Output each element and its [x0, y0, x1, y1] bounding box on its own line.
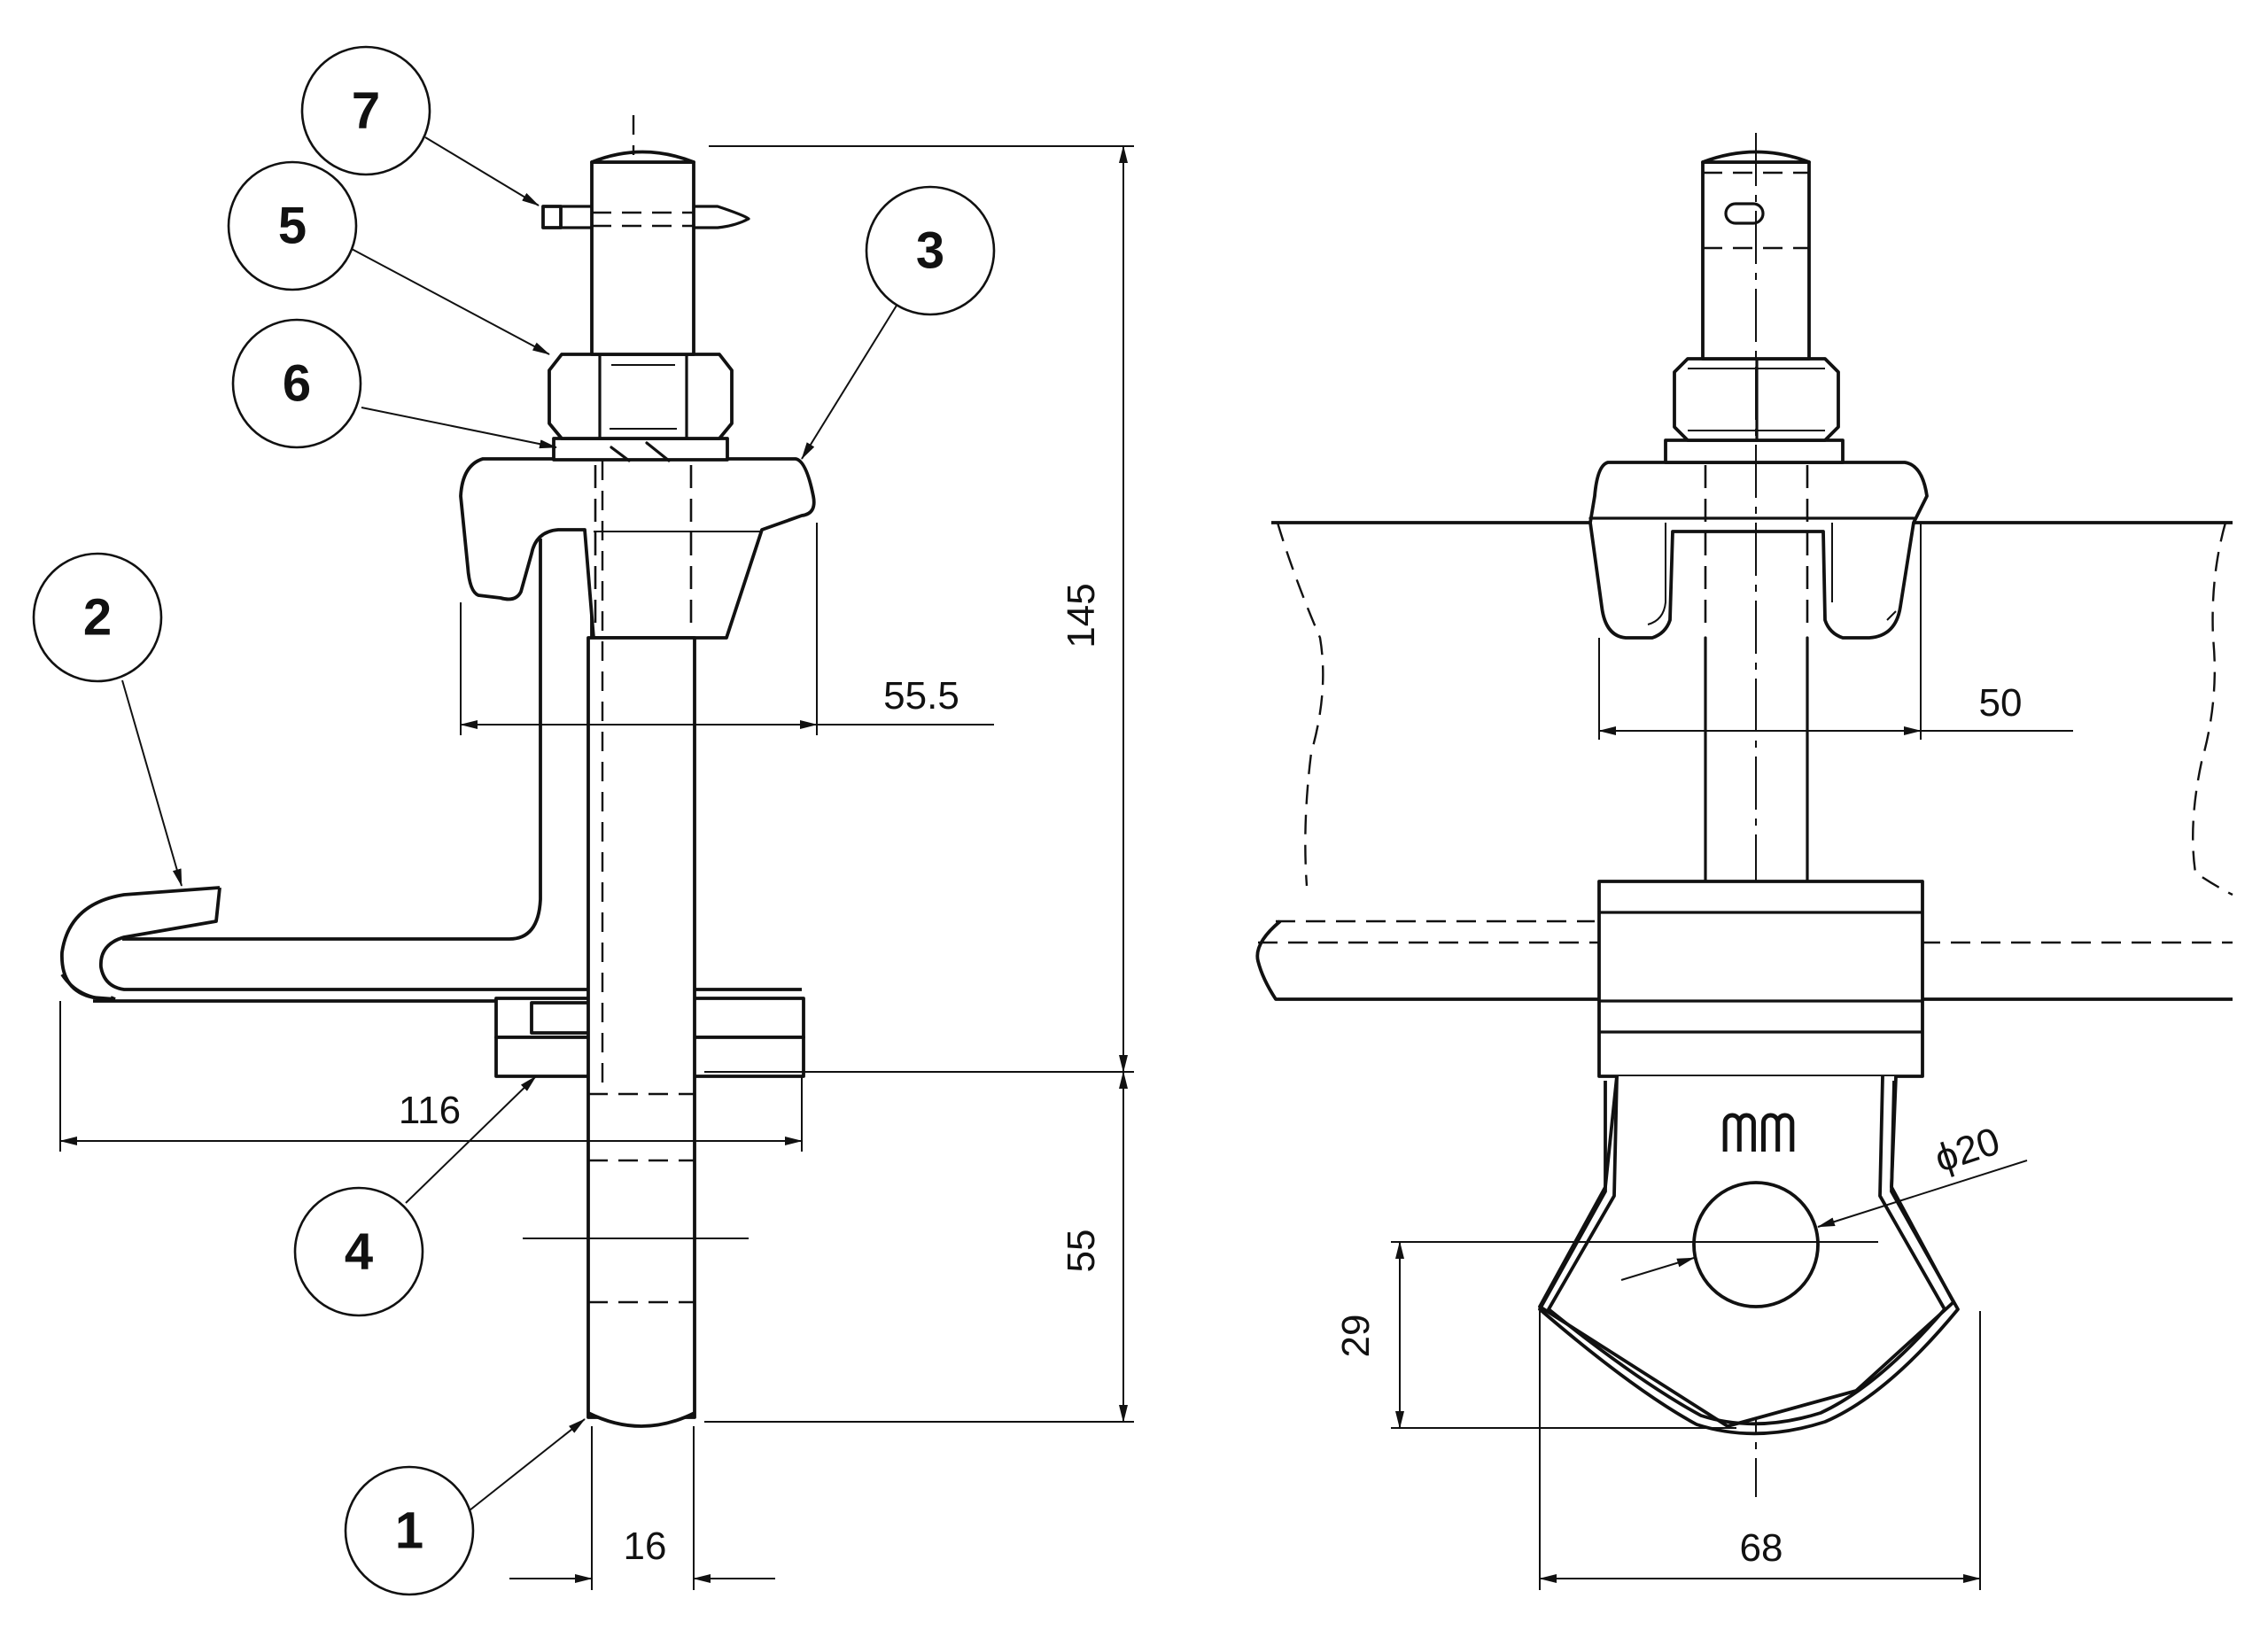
callout-1: 1 [344, 1465, 475, 1596]
dim-tab-height: 29 [1334, 1315, 1378, 1358]
callout-2: 2 [32, 552, 163, 683]
callout-7: 7 [300, 45, 431, 176]
svg-text:3: 3 [916, 222, 944, 280]
callout-leaders [121, 136, 900, 1511]
cotter-pin-part-7 [541, 205, 750, 229]
svg-text:5: 5 [278, 198, 307, 255]
bolt-part-1 [523, 115, 749, 1428]
dim-bolt-projection: 55 [1060, 1230, 1103, 1273]
dim-hook-length: 116 [399, 1089, 461, 1132]
svg-text:6: 6 [283, 355, 311, 413]
end-view: ᗰᗰ 50 ϕ20 29 68 [1255, 133, 2233, 1590]
side-view-dimension-lines [59, 145, 1134, 1590]
callout-3: 3 [865, 185, 996, 316]
clamp-part-3 [459, 457, 816, 640]
dim-total-height: 145 [1060, 583, 1103, 648]
svg-text:2: 2 [83, 589, 112, 647]
dim-bolt-diameter: 16 [624, 1525, 667, 1568]
callout-5: 5 [227, 160, 358, 291]
dim-tab-width: 68 [1740, 1526, 1783, 1570]
dim-clamp-width: 55.5 [883, 674, 959, 718]
svg-text:4: 4 [345, 1223, 373, 1281]
svg-text:1: 1 [395, 1502, 423, 1560]
side-view: 145 55 55.5 116 16 [59, 115, 1134, 1590]
end-view-lower-clamp: ᗰᗰ [1538, 880, 1960, 1436]
washer-part-6 [552, 437, 729, 462]
dim-end-view-clamp-width: 50 [1979, 681, 2023, 725]
callout-6: 6 [231, 318, 362, 449]
callout-4: 4 [293, 1186, 424, 1317]
svg-text:7: 7 [352, 82, 380, 140]
maker-logo: ᗰᗰ [1720, 1105, 1798, 1163]
end-view-clamp [1588, 461, 1929, 640]
nut-part-5 [548, 353, 734, 462]
end-view-washer [1664, 438, 1845, 464]
end-view-dimension-lines [1391, 523, 2073, 1590]
